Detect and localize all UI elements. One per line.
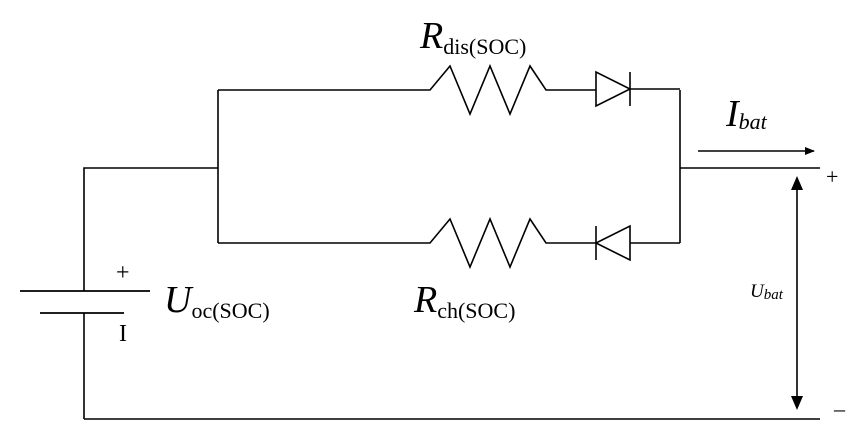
label-r-ch: Rch(SOC) [413,279,515,323]
resistor-rch [413,216,596,270]
wire-left-top [83,167,218,291]
voltage-arrow-head-top [791,176,803,190]
terminal-plus-sign: + [826,164,838,189]
label-r-dis: Rdis(SOC) [419,15,526,59]
voltage-arrow-head-bottom [791,396,803,410]
label-u-oc: Uoc(SOC) [164,279,270,323]
resistor-rdis [413,63,596,117]
diode-charge [594,224,631,262]
label-u-bat: Ubat [750,281,784,303]
label-i-bat: Ibat [725,93,768,135]
terminal-minus-sign: – [833,396,846,421]
battery-minus-sign: I [119,321,127,347]
diode-discharge [595,70,632,108]
battery-plus-sign: + [116,260,130,286]
